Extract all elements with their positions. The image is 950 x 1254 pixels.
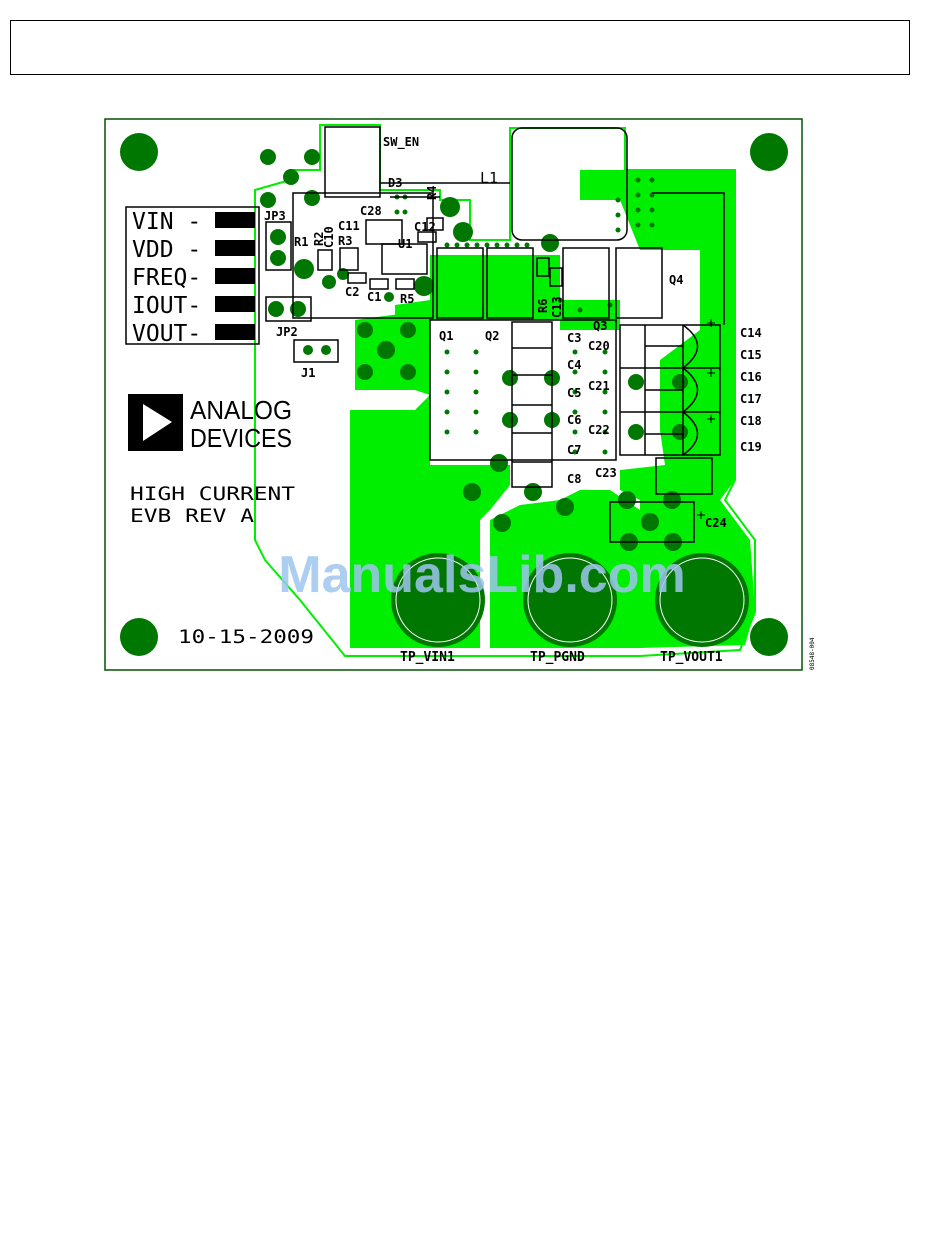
analog-devices-logo: ANALOG DEVICES (128, 394, 292, 453)
ref-label: C1 (367, 290, 381, 304)
ref-label: C17 (740, 392, 762, 406)
logo-text: DEVICES (190, 423, 292, 453)
ref-label: C4 (567, 358, 581, 372)
part-code: 08548-004 (809, 637, 816, 670)
ref-label: C15 (740, 348, 762, 362)
ref-label: D3 (388, 176, 402, 190)
ref-label: TP_PGND (530, 650, 585, 665)
ref-label: Q3 (593, 319, 607, 333)
ref-label: C6 (567, 413, 581, 427)
ref-label: C21 (588, 379, 610, 393)
watermark: ManualsLib.com (278, 546, 685, 604)
board-date: 10-15-2009 (178, 626, 314, 648)
title-line: EVB REV A (130, 505, 255, 527)
ref-label: C14 (740, 326, 762, 340)
ref-label: C5 (567, 386, 581, 400)
ref-label: C24 (705, 516, 727, 530)
ref-label: Q4 (669, 273, 683, 287)
ref-label: JP2 (276, 325, 298, 339)
ref-label: C28 (360, 204, 382, 218)
pin-label: VIN - (132, 209, 201, 235)
pin-label: VOUT- (132, 321, 201, 347)
mounting-hole (750, 618, 788, 656)
pin-label: VDD - (132, 237, 201, 263)
ref-label: C3 (567, 331, 581, 345)
ref-label: R3 (338, 234, 352, 248)
ref-label: C8 (567, 472, 581, 486)
ref-label: R5 (400, 292, 414, 306)
ref-label: SW_EN (383, 135, 419, 150)
ref-label: C7 (567, 443, 581, 457)
ref-label: R6 (536, 299, 550, 313)
ref-label: Q2 (485, 329, 499, 343)
ref-label: C19 (740, 440, 762, 454)
pin-label: FREQ- (132, 265, 201, 291)
ref-label: J1 (301, 366, 315, 380)
connector-pin-labels: VIN - VDD - FREQ- IOUT- VOUT- (132, 209, 201, 347)
ref-label: C16 (740, 370, 762, 384)
mounting-hole (120, 133, 158, 171)
ref-label: C18 (740, 414, 762, 428)
ref-label: C13 (550, 296, 564, 318)
ref-label: R1 (294, 235, 308, 249)
mounting-hole (120, 618, 158, 656)
ref-label: JP3 (264, 209, 286, 223)
ref-label: C23 (595, 466, 617, 480)
ref-label: Q1 (439, 329, 453, 343)
ref-label: C22 (588, 423, 610, 437)
title-line: HIGH CURRENT (130, 483, 295, 505)
ref-label: R2 (312, 232, 326, 246)
pin-label: IOUT- (132, 293, 201, 319)
ref-label: L1 (480, 169, 498, 187)
logo-text: ANALOG (190, 395, 292, 425)
ref-label: TP_VIN1 (400, 650, 455, 665)
ref-label: C12 (414, 220, 436, 234)
mounting-hole (750, 133, 788, 171)
ref-label: TP_VOUT1 (660, 650, 723, 665)
ref-label: C2 (345, 285, 359, 299)
ref-label: C11 (338, 219, 360, 233)
ref-label: C20 (588, 339, 610, 353)
ref-label: U1 (398, 237, 412, 251)
ref-label: R4 (425, 186, 439, 200)
